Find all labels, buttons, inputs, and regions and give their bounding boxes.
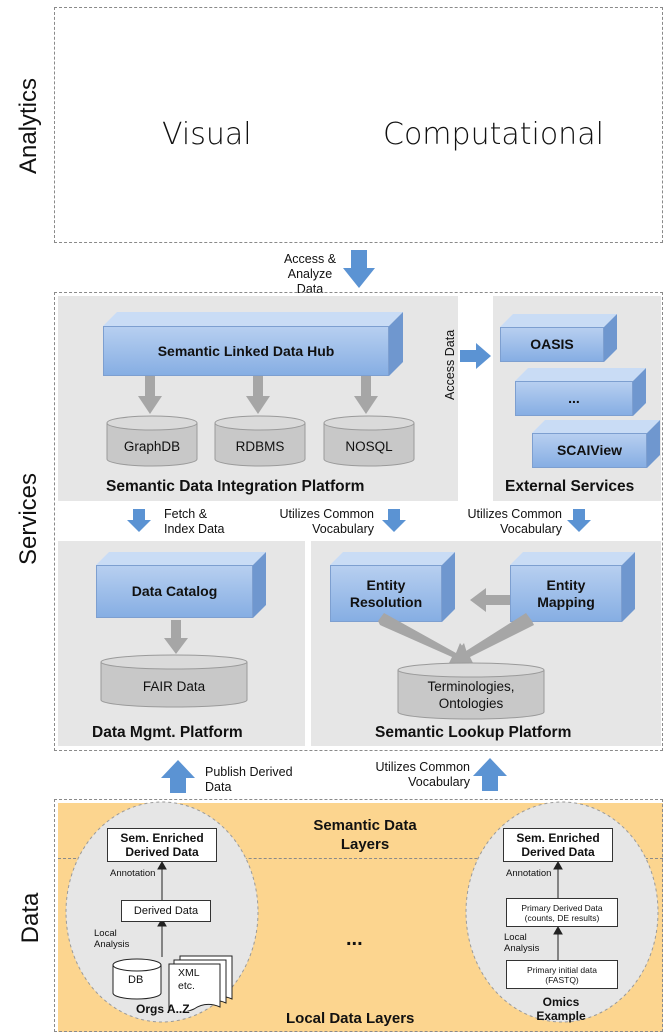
more-services-label: ... (515, 381, 633, 416)
semantic-layers-label: Semantic Data Layers (313, 817, 417, 853)
visual-label: Visual (162, 117, 252, 152)
publish-arrow (161, 760, 195, 793)
left-derived-box[interactable]: Derived Data (121, 900, 211, 922)
utilizes-vocab-arrow-3 (473, 758, 507, 791)
graphdb-label: GraphDB (123, 439, 181, 454)
graphdb-store[interactable]: GraphDB (106, 415, 198, 467)
rdbms-label: RDBMS (235, 439, 285, 454)
nosql-label: NOSQL (345, 439, 393, 454)
right-annotation-label: Annotation (506, 868, 552, 879)
data-catalog-box[interactable]: Data Catalog (96, 552, 266, 618)
services-side-label: Services (15, 472, 42, 565)
utilizes-vocab-label-2: Utilizes Common Vocabulary (467, 507, 562, 536)
publish-label: Publish Derived Data (205, 765, 293, 794)
computational-label: Computational (383, 117, 604, 152)
right-primary-initial-box[interactable]: Primary initial data (FASTQ) (506, 960, 618, 989)
right-analysis-label: Local Analysis (504, 932, 540, 954)
data-mgmt-title: Data Mgmt. Platform (92, 724, 243, 741)
left-enriched-box[interactable]: Sem. Enriched Derived Data (107, 828, 217, 862)
scaiview-box[interactable]: SCAIView (532, 420, 660, 468)
access-analyze-label: Access & Analyze Data (283, 252, 337, 296)
catalog-to-fair-arrow (164, 620, 188, 654)
db-label: DB (128, 974, 144, 986)
db-cylinder[interactable] (112, 958, 162, 1000)
entity-mapping-label: Entity Mapping (510, 565, 622, 622)
utilizes-vocab-arrow-1 (382, 509, 406, 532)
access-data-label: Access Data (443, 329, 457, 400)
xml-docs[interactable] (168, 955, 234, 1011)
lookup-grey-arrows (378, 588, 534, 665)
data-catalog-label: Data Catalog (96, 565, 253, 618)
external-services-title: External Services (505, 478, 635, 495)
xml-label: XML etc. (178, 967, 200, 992)
oasis-box[interactable]: OASIS (500, 314, 617, 362)
left-analysis-label: Local Analysis (94, 928, 130, 950)
utilizes-vocab-arrow-2 (567, 509, 591, 532)
fetch-index-label: Fetch & Index Data (164, 507, 225, 536)
left-arrows (157, 862, 167, 957)
orgs-caption: Orgs A..Z (136, 1002, 190, 1016)
right-arrows (553, 862, 563, 960)
data-side-label: Data (17, 892, 44, 944)
omics-caption: Omics Example (536, 995, 586, 1023)
hub-arrows (138, 376, 378, 414)
more-services-box[interactable]: ... (515, 368, 646, 416)
analytics-side-label: Analytics (15, 77, 42, 175)
terminologies-store[interactable]: Terminologies, Ontologies (397, 662, 545, 720)
fetch-index-arrow (127, 509, 151, 532)
linked-data-hub-box[interactable]: Semantic Linked Data Hub (103, 312, 403, 376)
access-data-arrow (460, 343, 491, 369)
integration-platform-title: Semantic Data Integration Platform (106, 478, 365, 495)
data-dots: ... (346, 928, 363, 950)
scaiview-label: SCAIView (532, 433, 647, 468)
fair-data-label: FAIR Data (142, 679, 206, 694)
entity-resolution-box[interactable]: Entity Resolution (330, 552, 455, 622)
utilizes-vocab-label-1: Utilizes Common Vocabulary (279, 507, 374, 536)
nosql-store[interactable]: NOSQL (323, 415, 415, 467)
local-layers-label: Local Data Layers (286, 1010, 415, 1027)
right-enriched-box[interactable]: Sem. Enriched Derived Data (503, 828, 613, 862)
utilizes-vocab-label-3: Utilizes Common Vocabulary (375, 760, 470, 789)
entity-mapping-box[interactable]: Entity Mapping (510, 552, 635, 622)
rdbms-store[interactable]: RDBMS (214, 415, 306, 467)
right-primary-derived-box[interactable]: Primary Derived Data (counts, DE results… (506, 898, 618, 927)
access-analyze-arrow (343, 250, 375, 288)
linked-data-hub-label: Semantic Linked Data Hub (103, 326, 389, 376)
left-annotation-label: Annotation (110, 868, 156, 879)
oasis-label: OASIS (500, 327, 604, 362)
fair-data-store[interactable]: FAIR Data (100, 654, 248, 708)
layer-divider (58, 858, 663, 859)
terminologies-label: Terminologies, Ontologies (427, 679, 515, 711)
lookup-title: Semantic Lookup Platform (375, 724, 572, 741)
